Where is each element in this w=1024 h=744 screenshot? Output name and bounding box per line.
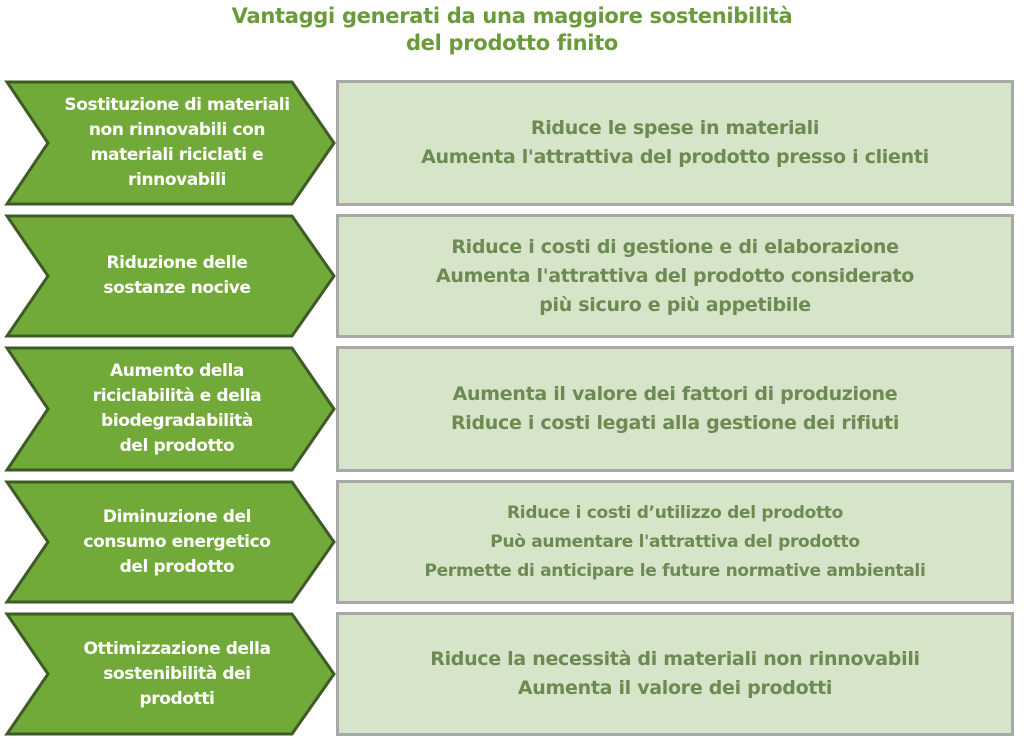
cause-chevron-sustainability: Ottimizzazione della sostenibilità dei p… [4, 612, 336, 736]
cause-line: del prodotto [119, 556, 235, 577]
cause-line: materiali riciclati e [90, 145, 264, 165]
title-line-1: Vantaggi generati da una maggiore sosten… [231, 4, 793, 28]
benefit-row-sustainability: Ottimizzazione della sostenibilità dei p… [0, 612, 1024, 736]
cause-label: Sostituzione di materiali non rinnovabil… [52, 80, 302, 206]
benefit-box-harmful-substances: Riduce i costi di gestione e di elaboraz… [336, 214, 1014, 338]
benefit-row-recyclability: Aumento della riciclabilità e della biod… [0, 346, 1024, 472]
cause-line: sostenibilità dei [103, 663, 251, 684]
cause-line: del prodotto [119, 436, 235, 456]
cause-line: prodotti [139, 688, 215, 709]
benefit-line: Aumenta il valore dei fattori di produzi… [452, 383, 898, 405]
chevron-shape [4, 480, 336, 604]
cause-line: Aumento della [110, 361, 244, 381]
cause-line: non rinnovabili con [88, 120, 266, 140]
cause-line: Diminuzione del [102, 506, 252, 527]
cause-label: Aumento della riciclabilità e della biod… [52, 346, 302, 472]
benefit-line: Riduce le spese in materiali [530, 117, 820, 139]
benefit-line: Riduce la necessità di materiali non rin… [430, 648, 920, 670]
diagram-title: Vantaggi generati da una maggiore sosten… [0, 0, 1024, 66]
cause-chevron-energy: Diminuzione del consumo energetico del p… [4, 480, 336, 604]
cause-line: biodegradabilità [101, 411, 253, 431]
benefit-box-energy: Riduce i costi d’utilizzo del prodotto P… [336, 480, 1014, 604]
benefit-line: Aumenta l'attrattiva del prodotto presso… [421, 146, 929, 168]
chevron-shape [4, 214, 336, 338]
benefit-line: Aumenta il valore dei prodotti [517, 677, 833, 699]
benefit-row-energy: Diminuzione del consumo energetico del p… [0, 480, 1024, 604]
benefit-box-sustainability: Riduce la necessità di materiali non rin… [336, 612, 1014, 736]
benefit-line: Riduce i costi di gestione e di elaboraz… [451, 235, 899, 258]
chevron-shape [4, 80, 336, 206]
cause-chevron-materials: Sostituzione di materiali non rinnovabil… [4, 80, 336, 206]
cause-chevron-harmful-substances: Riduzione delle sostanze nocive [4, 214, 336, 338]
benefit-box-recyclability: Aumenta il valore dei fattori di produzi… [336, 346, 1014, 472]
cause-line: riciclabilità e della [92, 386, 262, 406]
benefit-row-harmful-substances: Riduzione delle sostanze nocive Riduce i… [0, 214, 1024, 338]
benefit-line: Permette di anticipare le future normati… [424, 560, 926, 581]
cause-line: Sostituzione di materiali [64, 95, 290, 115]
benefit-line: Aumenta l'attrattiva del prodotto consid… [435, 264, 915, 287]
benefit-row-materials: Sostituzione di materiali non rinnovabil… [0, 80, 1024, 206]
benefit-line: Riduce i costi d’utilizzo del prodotto [507, 502, 843, 523]
cause-line: Ottimizzazione della [83, 638, 271, 659]
cause-chevron-recyclability: Aumento della riciclabilità e della biod… [4, 346, 336, 472]
cause-line: consumo energetico [83, 531, 271, 552]
benefit-line: più sicuro e più appetibile [539, 293, 811, 316]
title-line-2: del prodotto finito [405, 31, 619, 55]
cause-label: Ottimizzazione della sostenibilità dei p… [52, 612, 302, 736]
cause-label: Riduzione delle sostanze nocive [52, 214, 302, 338]
benefit-box-materials: Riduce le spese in materiali Aumenta l'a… [336, 80, 1014, 206]
benefit-line: Può aumentare l'attrattiva del prodotto [490, 531, 860, 552]
cause-label: Diminuzione del consumo energetico del p… [52, 480, 302, 604]
benefit-line: Riduce i costi legati alla gestione dei … [450, 412, 900, 434]
cause-line: Riduzione delle [106, 253, 248, 273]
cause-line: sostanze nocive [103, 278, 251, 298]
chevron-shape [4, 612, 336, 736]
chevron-shape [4, 346, 336, 472]
cause-line: rinnovabili [128, 170, 226, 190]
